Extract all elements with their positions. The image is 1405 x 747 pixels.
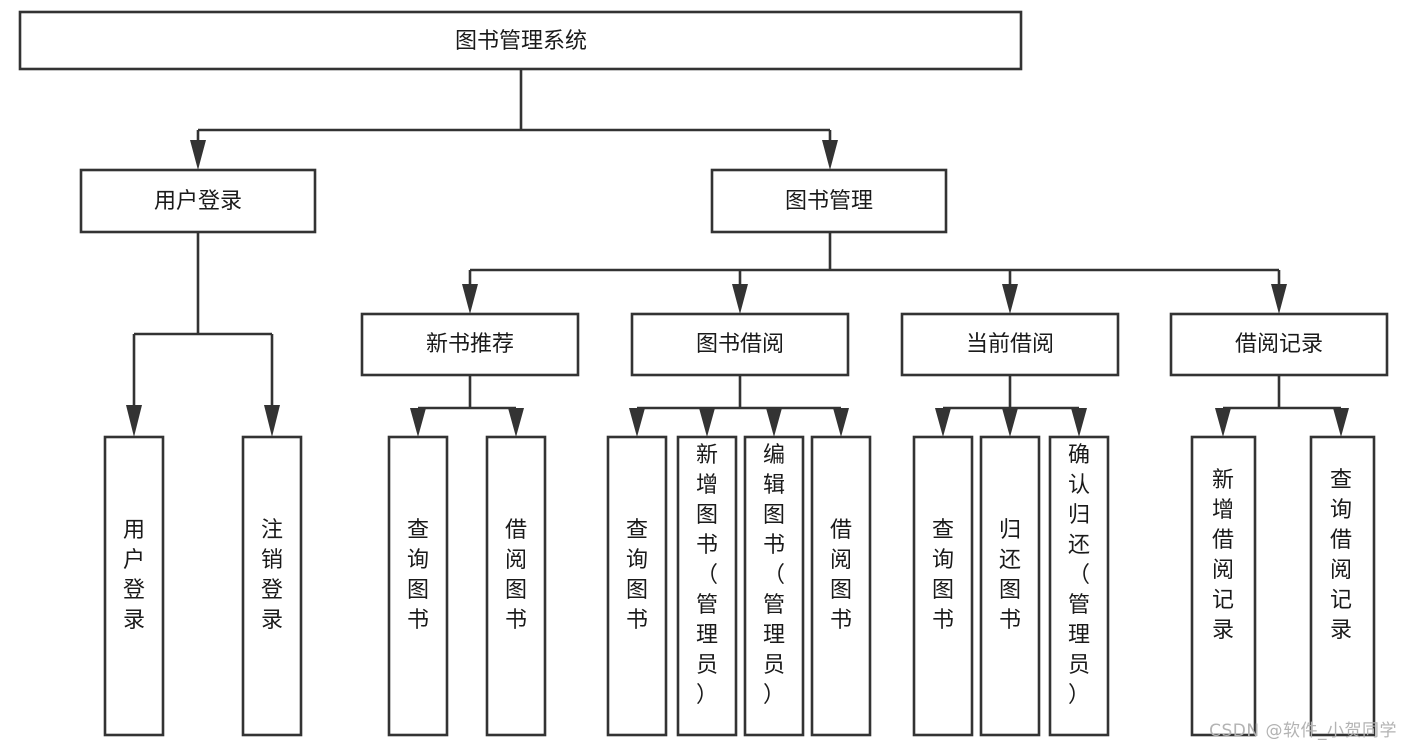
arrowhead-bm-to-current-borrow (1002, 284, 1018, 314)
node-leaf-borrow-book-1[interactable]: 借阅图书 (485, 435, 547, 737)
edge-group-new-book-to-leaves (410, 375, 524, 437)
node-leaf-add-book[interactable]: 新增图书（管理员） (676, 435, 738, 737)
arrowhead-root-to-user-login (190, 140, 206, 170)
node-leaf-add-book-box[interactable] (676, 435, 738, 737)
node-leaf-query-record-box[interactable] (1309, 435, 1376, 737)
edge-group-root-to-level2 (190, 69, 838, 170)
edge-group-book-borrow-to-leaves (629, 375, 849, 437)
node-leaf-add-record[interactable]: 新增借阅记录 (1190, 435, 1257, 737)
arrowhead-root-to-book-management (822, 140, 838, 170)
node-leaf-edit-book[interactable]: 编辑图书（管理员） (743, 435, 805, 737)
node-book-management-label: 图书管理 (785, 189, 873, 214)
arrowhead-cb-1 (935, 408, 951, 437)
node-leaf-user-logout[interactable]: 注销登录 (241, 435, 303, 737)
node-leaf-query-book-2[interactable]: 查询图书 (606, 435, 668, 737)
node-leaf-query-book-2-box[interactable] (606, 435, 668, 737)
node-leaf-borrow-book-1-label: 借阅图书 (505, 518, 527, 633)
node-current-borrow-box[interactable] (900, 312, 1120, 377)
node-leaf-user-login-label: 用户登录 (123, 518, 145, 633)
arrowhead-bb-4 (833, 408, 849, 437)
arrowhead-user-login-right (264, 405, 280, 437)
node-leaf-add-record-box[interactable] (1190, 435, 1257, 737)
node-leaf-query-book-3-label: 查询图书 (932, 518, 954, 633)
node-leaf-add-record-label: 新增借阅记录 (1212, 468, 1234, 643)
arrowhead-cb-3 (1071, 408, 1087, 437)
node-leaf-borrow-book-2-label: 借阅图书 (830, 518, 852, 633)
node-book-borrow-label: 图书借阅 (696, 332, 784, 357)
arrowhead-cb-2 (1002, 408, 1018, 437)
node-current-borrow-label: 当前借阅 (966, 332, 1054, 357)
node-leaf-query-record[interactable]: 查询借阅记录 (1309, 435, 1376, 737)
arrowhead-br-1 (1215, 408, 1231, 437)
arrowhead-new-book-r (508, 408, 524, 437)
node-leaf-query-book-1-label: 查询图书 (407, 518, 429, 633)
arrowhead-bm-to-borrow-record (1271, 284, 1287, 314)
arrowhead-bm-to-new-book (462, 284, 478, 314)
edge-group-current-borrow-to-leaves (935, 375, 1087, 437)
node-book-borrow-box[interactable] (630, 312, 850, 377)
node-leaf-confirm-return-box[interactable] (1048, 435, 1110, 737)
arrowhead-br-2 (1333, 408, 1349, 437)
node-borrow-record-label: 借阅记录 (1235, 332, 1323, 357)
node-book-borrow[interactable]: 图书借阅 (630, 312, 850, 377)
arrowhead-bb-3 (766, 408, 782, 437)
node-leaf-return-book-label: 归还图书 (999, 518, 1021, 633)
node-leaf-user-logout-box[interactable] (241, 435, 303, 737)
node-leaf-query-book-1-box[interactable] (387, 435, 449, 737)
arrowhead-bb-1 (629, 408, 645, 437)
node-leaf-add-book-label: 新增图书（管理员） (696, 443, 718, 708)
node-leaf-user-login-box[interactable] (103, 435, 165, 737)
node-leaf-confirm-return-label: 确认归还（管理员） (1068, 443, 1090, 708)
node-leaf-user-logout-label: 注销登录 (261, 518, 283, 633)
node-user-login-label: 用户登录 (154, 189, 242, 214)
arrowhead-bm-to-book-borrow (732, 284, 748, 314)
node-new-book-recommend[interactable]: 新书推荐 (360, 312, 580, 377)
node-leaf-edit-book-label: 编辑图书（管理员） (763, 443, 785, 708)
node-leaf-return-book[interactable]: 归还图书 (979, 435, 1041, 737)
node-leaf-query-book-2-label: 查询图书 (626, 518, 648, 633)
node-new-book-recommend-label: 新书推荐 (426, 332, 514, 357)
node-root[interactable]: 图书管理系统 (18, 10, 1023, 71)
node-borrow-record[interactable]: 借阅记录 (1169, 312, 1389, 377)
node-leaf-borrow-book-2-box[interactable] (810, 435, 872, 737)
node-root-box[interactable] (18, 10, 1023, 71)
node-user-login-box[interactable] (79, 168, 317, 234)
node-leaf-query-book-1[interactable]: 查询图书 (387, 435, 449, 737)
node-borrow-record-box[interactable] (1169, 312, 1389, 377)
node-leaf-edit-book-box[interactable] (743, 435, 805, 737)
arrowhead-new-book-l (410, 408, 426, 437)
node-new-book-recommend-box[interactable] (360, 312, 580, 377)
node-leaf-query-book-3-box[interactable] (912, 435, 974, 737)
arrowhead-bb-2 (699, 408, 715, 437)
node-book-management-box[interactable] (710, 168, 948, 234)
node-leaf-borrow-book-1-box[interactable] (485, 435, 547, 737)
edge-group-user-login-to-leaves (126, 232, 280, 437)
node-leaf-borrow-book-2[interactable]: 借阅图书 (810, 435, 872, 737)
node-user-login[interactable]: 用户登录 (79, 168, 317, 234)
edge-group-book-management-to-level3 (462, 232, 1287, 314)
node-leaf-return-book-box[interactable] (979, 435, 1041, 737)
node-root-label: 图书管理系统 (455, 29, 587, 54)
csdn-watermark: CSDN @软件_小贺同学 (1209, 721, 1397, 741)
node-current-borrow[interactable]: 当前借阅 (900, 312, 1120, 377)
node-leaf-confirm-return[interactable]: 确认归还（管理员） (1048, 435, 1110, 737)
node-leaf-user-login[interactable]: 用户登录 (103, 435, 165, 737)
arrowhead-user-login-left (126, 405, 142, 437)
node-leaf-query-record-label: 查询借阅记录 (1330, 468, 1352, 643)
node-book-management[interactable]: 图书管理 (710, 168, 948, 234)
edge-group-borrow-record-to-leaves (1215, 375, 1349, 437)
node-leaf-query-book-3[interactable]: 查询图书 (912, 435, 974, 737)
